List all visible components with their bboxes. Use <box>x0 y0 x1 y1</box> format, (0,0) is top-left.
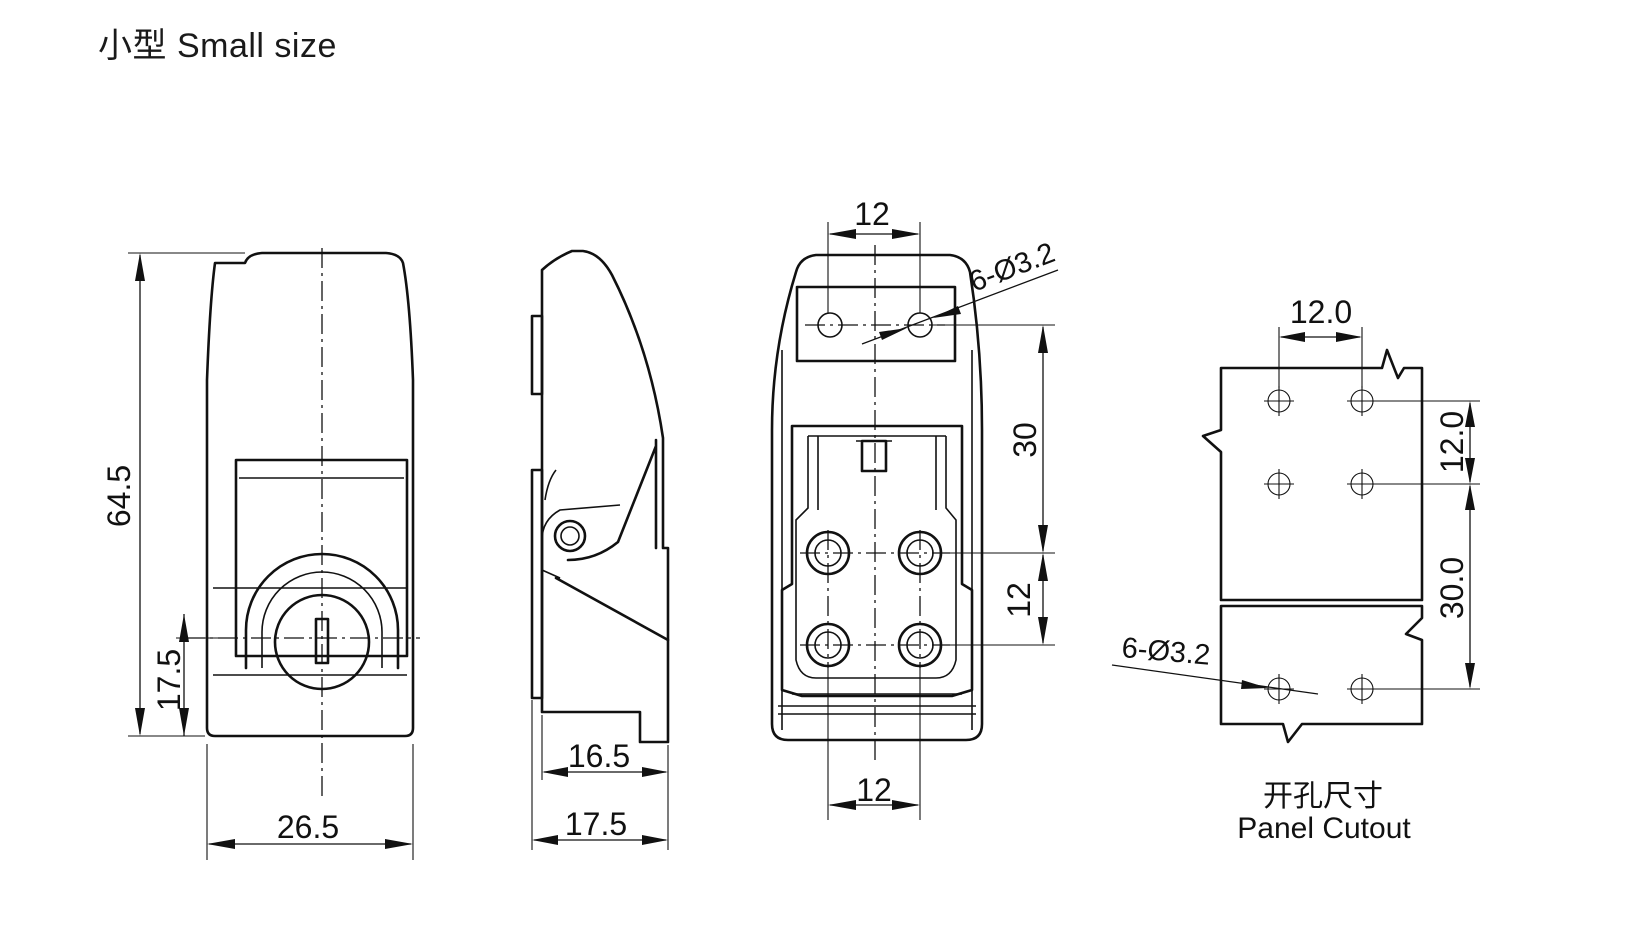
rear-vertical-30-label: 30 <box>1007 422 1043 458</box>
panel-vertical-12-label: 12.0 <box>1434 411 1470 473</box>
front-view-dim-extensions <box>128 252 414 860</box>
panel-lower-block <box>1219 604 1424 744</box>
page-title: 小型 Small size <box>98 27 337 65</box>
panel-cutout: 12.0 12.0 30.0 6-Ø3.2 开孔尺寸 Panel Cutout <box>1111 294 1480 845</box>
rear-view-hook-inner <box>795 435 957 679</box>
front-view-outline <box>205 251 415 738</box>
rear-bottom-spacing-arrows <box>828 800 920 810</box>
side-view-outline <box>540 249 670 744</box>
rear-view-top-plate <box>795 285 957 363</box>
panel-hole-leader-arrow <box>1241 680 1268 689</box>
front-view-lower-band <box>213 587 407 676</box>
side-view: 16.5 17.5 <box>530 249 670 850</box>
side-view-pivot-inner <box>560 526 580 546</box>
rear-vertical-30-arrows <box>1038 325 1048 553</box>
side-outer-width-label: 17.5 <box>565 806 627 842</box>
panel-vertical-12-arrows <box>1465 401 1475 484</box>
rear-view-hook-tab <box>860 439 888 473</box>
panel-holes <box>1267 389 1374 701</box>
rear-view-side-rails <box>778 350 976 730</box>
rear-hole-leader-arrows <box>879 306 961 340</box>
side-view-cover-lower <box>554 438 670 642</box>
rear-view: 12 12 30 12 6-Ø3.2 <box>770 196 1059 820</box>
panel-upper-block <box>1201 348 1424 602</box>
panel-vertical-30-label: 30.0 <box>1434 557 1470 619</box>
panel-horizontal-label: 12.0 <box>1290 294 1352 330</box>
rear-view-dim-extensions <box>827 222 1055 820</box>
side-inner-width-label: 16.5 <box>568 738 630 774</box>
rear-view-hook-frame <box>780 424 974 698</box>
rear-view-outline <box>770 253 984 742</box>
panel-dim-extensions <box>1278 327 1480 690</box>
panel-hole-crosshairs <box>1264 386 1377 704</box>
front-view: 64.5 17.5 26.5 <box>101 248 420 860</box>
lower-height-arrowheads <box>179 614 189 736</box>
rear-hole-callout: 6-Ø3.2 <box>965 237 1059 299</box>
panel-hole-callout: 6-Ø3.2 <box>1120 632 1211 672</box>
rear-vertical-12-label: 12 <box>1001 582 1037 618</box>
rear-view-mounting-holes <box>805 530 943 668</box>
rear-top-spacing-label: 12 <box>854 196 890 232</box>
side-inner-arrowheads <box>542 767 668 777</box>
height-label: 64.5 <box>101 465 137 527</box>
panel-caption-english: Panel Cutout <box>1237 812 1411 845</box>
panel-caption-chinese: 开孔尺寸 <box>1263 780 1383 813</box>
width-label: 26.5 <box>277 809 339 845</box>
side-view-dim-extensions <box>531 700 669 850</box>
side-view-pivot-outer <box>553 519 587 553</box>
rear-vertical-12-arrows <box>1038 553 1048 645</box>
rear-view-centerlines <box>800 245 950 760</box>
panel-horizontal-arrows <box>1279 332 1362 342</box>
lower-height-label: 17.5 <box>151 649 187 711</box>
side-view-lower-flange <box>530 468 544 700</box>
rear-bottom-spacing-label: 12 <box>856 772 892 808</box>
rear-top-spacing-arrows <box>828 229 920 239</box>
side-view-upper-flange <box>530 314 544 396</box>
panel-hole-leader <box>1111 664 1319 695</box>
